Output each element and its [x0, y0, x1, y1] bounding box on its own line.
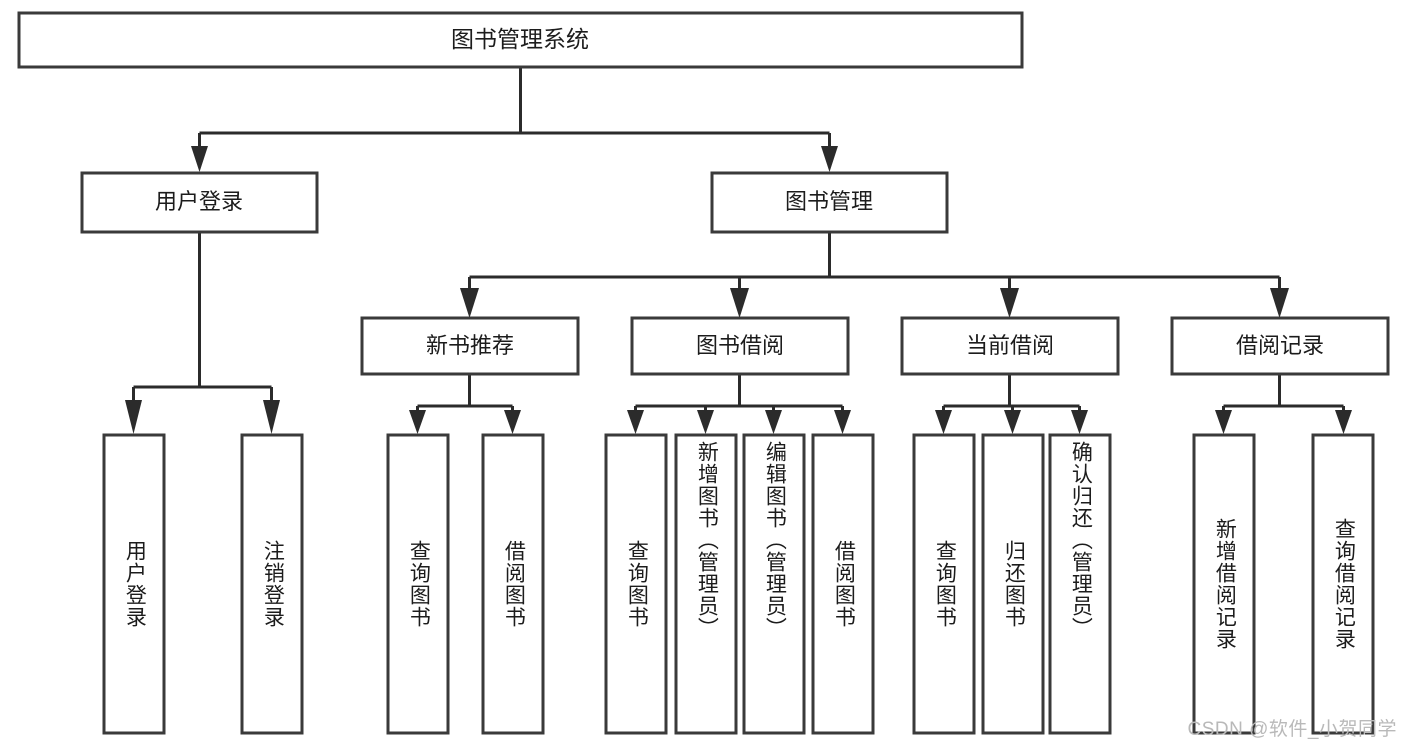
connector-group-current-borrow: [935, 374, 1088, 434]
node-leaf-user-login[interactable]: [102, 433, 166, 735]
node-leaf-query-book-3[interactable]: [912, 433, 976, 735]
node-borrow-record[interactable]: 借阅记录: [1170, 316, 1390, 376]
node-root-label: 图书管理系统: [451, 26, 589, 52]
node-leaf-query-record[interactable]: [1311, 433, 1375, 735]
connector-group-borrow-record: [1215, 374, 1352, 434]
connector-group-root: [191, 67, 838, 172]
connector-group-book-borrow: [627, 374, 851, 434]
node-book-manage-label: 图书管理: [785, 189, 873, 214]
node-leaf-return-book[interactable]: [981, 433, 1045, 735]
node-new-book-recommend-label: 新书推荐: [426, 333, 514, 358]
node-book-borrow[interactable]: 图书借阅: [630, 316, 850, 376]
node-leaf-add-record[interactable]: [1192, 433, 1256, 735]
connector-group-new-book-recommend: [409, 374, 521, 434]
node-leaf-add-book[interactable]: [674, 433, 738, 735]
node-leaf-borrow-book-1[interactable]: [481, 433, 545, 735]
node-leaf-query-book-2[interactable]: [604, 433, 668, 735]
node-borrow-record-label: 借阅记录: [1236, 333, 1324, 358]
node-leaf-edit-book[interactable]: [742, 433, 806, 735]
node-leaf-logout-login[interactable]: [240, 433, 304, 735]
node-user-login-label: 用户登录: [155, 189, 243, 214]
node-book-manage[interactable]: 图书管理: [710, 171, 949, 234]
node-current-borrow-label: 当前借阅: [966, 333, 1054, 358]
node-book-borrow-label: 图书借阅: [696, 333, 784, 358]
node-leaf-confirm-return[interactable]: [1048, 433, 1112, 735]
node-current-borrow[interactable]: 当前借阅: [900, 316, 1120, 376]
connector-group-book-manage: [460, 232, 1289, 318]
csdn-watermark: CSDN @软件_小贺同学: [1187, 719, 1397, 740]
connector-group-user-login: [125, 232, 280, 434]
node-user-login[interactable]: 用户登录: [80, 171, 319, 234]
node-leaf-borrow-book-2[interactable]: [811, 433, 875, 735]
node-leaf-query-book-1[interactable]: [386, 433, 450, 735]
node-new-book-recommend[interactable]: 新书推荐: [360, 316, 580, 376]
node-root-system[interactable]: 图书管理系统: [17, 11, 1024, 69]
